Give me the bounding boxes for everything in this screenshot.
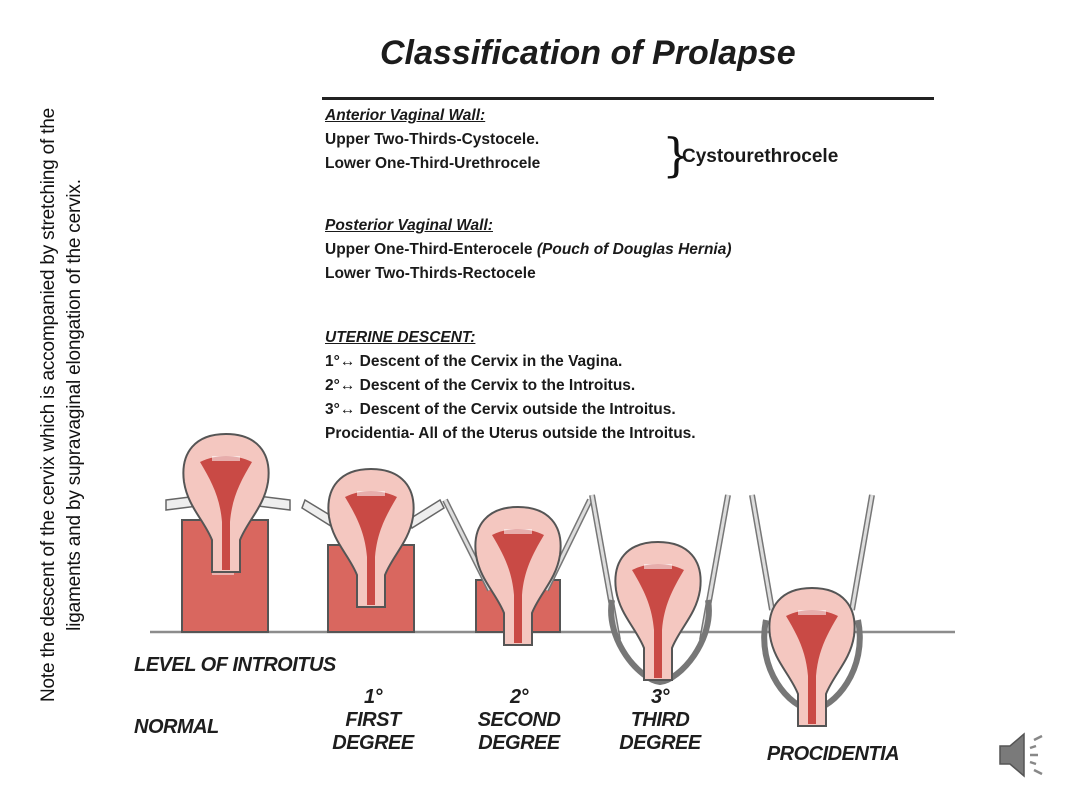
third-degree-number: 3° <box>604 686 716 709</box>
first-degree-figure <box>302 469 444 632</box>
procidentia-label: PROCIDENTIA <box>748 743 918 766</box>
second-degree-number: 2° <box>463 686 575 709</box>
second-degree-label: 2° SECOND DEGREE <box>463 686 575 755</box>
second-degree-figure <box>445 500 590 645</box>
first-degree-word: FIRST <box>318 709 428 732</box>
second-degree-word: SECOND <box>463 709 575 732</box>
first-degree-label: 1° FIRST DEGREE <box>318 686 428 755</box>
introitus-label: LEVEL OF INTROITUS <box>134 654 336 677</box>
third-degree-label: 3° THIRD DEGREE <box>604 686 716 755</box>
normal-figure <box>166 434 290 632</box>
first-degree-number: 1° <box>318 686 428 709</box>
third-degree-suffix: DEGREE <box>604 732 716 755</box>
third-degree-figure <box>592 495 728 682</box>
normal-label: NORMAL <box>134 716 219 739</box>
procidentia-figure <box>752 495 872 726</box>
speaker-icon[interactable] <box>996 728 1054 782</box>
third-degree-word: THIRD <box>604 709 716 732</box>
second-degree-suffix: DEGREE <box>463 732 575 755</box>
first-degree-suffix: DEGREE <box>318 732 428 755</box>
